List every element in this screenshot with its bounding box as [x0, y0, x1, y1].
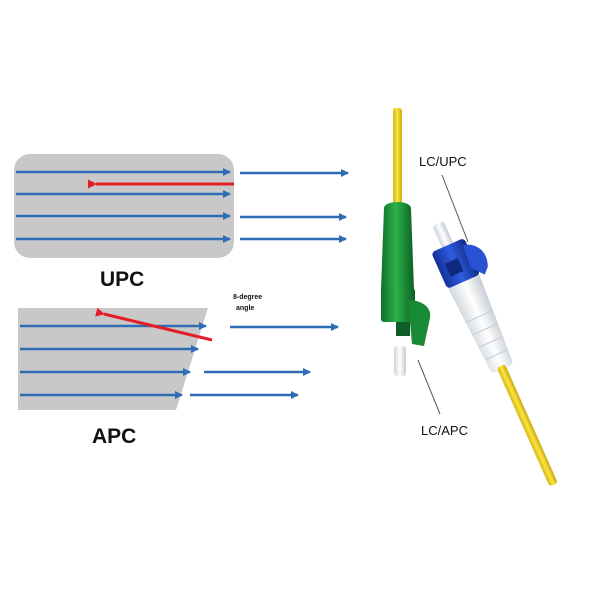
angle-annotation-line1: 8-degree [233, 294, 262, 301]
lc-upc-connector-photo [432, 221, 557, 486]
apc-housing [381, 288, 415, 322]
upc-diagram: UPC [14, 154, 349, 291]
upc-ferrule-face [14, 154, 234, 258]
upc-boot-rib [478, 336, 503, 348]
lc-apc-label: LC/APC [421, 423, 468, 438]
upc-boot-rib [472, 323, 499, 336]
apc-reflected-beam [95, 307, 213, 342]
upc-fiber-cable [497, 365, 557, 486]
apc-boot [381, 202, 414, 290]
apc-ferrule [394, 346, 406, 376]
upc-latch [462, 244, 488, 275]
apc-fiber-cable [393, 108, 402, 208]
lc-apc-connector-photo [381, 108, 431, 376]
upc-latch-window [444, 258, 464, 277]
apc-label: APC [92, 425, 136, 448]
angle-annotation-line2: angle [236, 305, 254, 312]
upc-boot-rib [485, 349, 508, 361]
upc-boot [448, 274, 513, 373]
upc-label: UPC [100, 268, 144, 291]
apc-latch-window [396, 322, 410, 336]
upc-ferrule [433, 221, 453, 249]
lc-upc-leader-line [441, 174, 469, 243]
upc-boot-rib [465, 309, 494, 324]
apc-latch [408, 300, 431, 346]
apc-diagram: 8-degree angle APC [18, 294, 339, 448]
apc-ferrule-face [18, 308, 208, 410]
lc-apc-leader-line [417, 359, 441, 415]
lc-upc-label: LC/UPC [419, 154, 467, 169]
